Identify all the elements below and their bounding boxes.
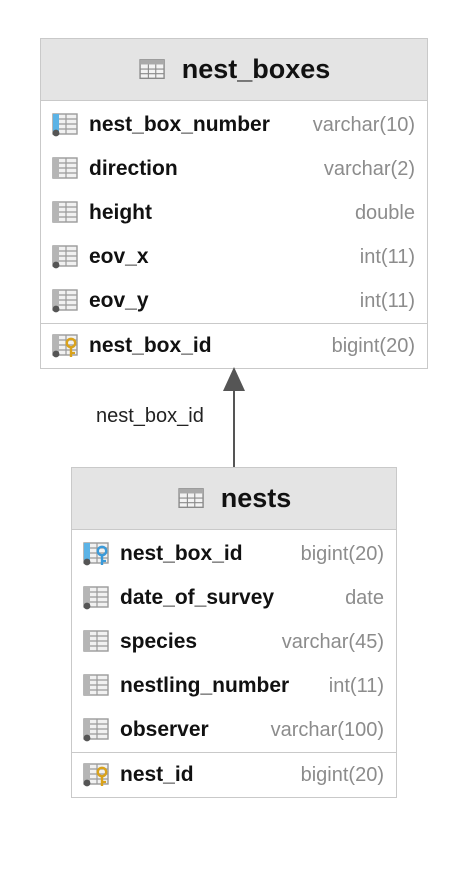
- column-type: varchar(100): [270, 718, 384, 741]
- column-icon: [83, 630, 109, 652]
- column-row[interactable]: eov_x int(11): [41, 235, 427, 279]
- not-null-column-icon: [52, 245, 78, 269]
- primary-key-column-icon: [52, 113, 78, 137]
- not-null-column-icon: [83, 586, 109, 610]
- table-nest-boxes[interactable]: nest_boxes nest_box_number varchar(10) dir…: [40, 38, 428, 369]
- column-icon: [52, 201, 78, 223]
- index-column-list: nest_box_id bigint(20): [41, 323, 427, 368]
- column-row[interactable]: observer varchar(100): [72, 708, 396, 752]
- column-name: nest_box_id: [89, 334, 212, 357]
- column-name: direction: [89, 157, 178, 180]
- column-type: varchar(2): [323, 157, 415, 180]
- column-icon: [83, 674, 109, 696]
- column-name: nest_box_number: [89, 113, 270, 136]
- column-type: int(11): [359, 289, 415, 312]
- column-type: varchar(45): [281, 630, 384, 653]
- not-null-column-icon: [83, 718, 109, 742]
- relationship-label: nest_box_id: [96, 405, 204, 427]
- column-type: date: [345, 586, 384, 609]
- table-title: nests: [220, 483, 292, 513]
- column-type: bigint(20): [300, 763, 384, 786]
- column-row[interactable]: eov_y int(11): [41, 279, 427, 323]
- column-name: height: [89, 201, 152, 224]
- column-name: eov_x: [89, 245, 149, 268]
- column-name: nest_id: [120, 763, 194, 786]
- table-nests[interactable]: nests nest_box_id bigint(20) date_of_surve…: [71, 467, 397, 798]
- not-null-column-icon: [52, 289, 78, 313]
- gold-key-column-icon: [83, 763, 109, 787]
- column-type: bigint(20): [331, 334, 415, 357]
- column-row[interactable]: nest_id bigint(20): [72, 753, 396, 797]
- column-row[interactable]: nest_box_id bigint(20): [72, 532, 396, 576]
- column-name: nestling_number: [120, 674, 290, 697]
- column-name: nest_box_id: [120, 542, 243, 565]
- column-type: double: [354, 201, 415, 224]
- table-header: nest_boxes: [41, 39, 427, 101]
- column-type: bigint(20): [300, 542, 384, 565]
- column-type: varchar(10): [312, 113, 415, 136]
- column-name: date_of_survey: [120, 586, 275, 609]
- column-row[interactable]: nestling_number int(11): [72, 664, 396, 708]
- column-row[interactable]: nest_box_id bigint(20): [41, 324, 427, 368]
- table-icon: [139, 58, 165, 79]
- column-row[interactable]: height double: [41, 191, 427, 235]
- arrowhead-icon: [223, 367, 245, 391]
- column-type: int(11): [359, 245, 415, 268]
- index-column-list: nest_id bigint(20): [72, 752, 396, 797]
- column-name: eov_y: [89, 289, 149, 312]
- column-row[interactable]: date_of_survey date: [72, 576, 396, 620]
- gold-key-column-icon: [52, 334, 78, 358]
- column-type: int(11): [328, 674, 384, 697]
- column-row[interactable]: species varchar(45): [72, 620, 396, 664]
- column-name: species: [120, 630, 198, 653]
- column-list: nest_box_number varchar(10) direction varch…: [41, 101, 427, 323]
- table-icon: [178, 487, 204, 508]
- column-name: observer: [120, 718, 209, 741]
- column-row[interactable]: direction varchar(2): [41, 147, 427, 191]
- column-list: nest_box_id bigint(20) date_of_survey date s…: [72, 530, 396, 752]
- column-row[interactable]: nest_box_number varchar(10): [41, 103, 427, 147]
- column-icon: [52, 157, 78, 179]
- table-title: nest_boxes: [181, 54, 331, 84]
- foreign-key-column-icon: [83, 542, 109, 566]
- table-header: nests: [72, 468, 396, 530]
